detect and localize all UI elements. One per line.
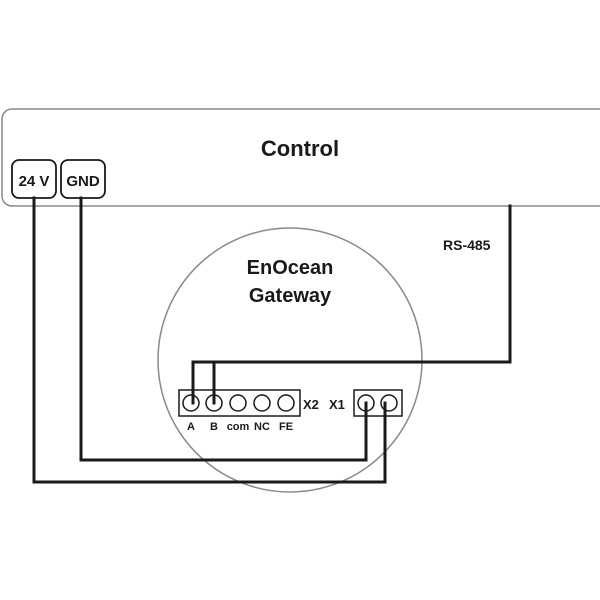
terminal-gnd: [60, 159, 106, 199]
x2-pin-fe: [277, 394, 295, 412]
terminal-gnd-label: GND: [66, 173, 100, 190]
x2-pin-label-b: B: [210, 421, 218, 433]
x2-pin-label-nc: NC: [254, 421, 270, 433]
control-title: Control: [261, 136, 339, 161]
x2-pin-nc: [253, 394, 271, 412]
rs485-label: RS-485: [443, 237, 491, 253]
gateway-circle: [157, 227, 423, 493]
gateway-label-line2: Gateway: [249, 285, 332, 307]
control-unit: [1, 108, 600, 207]
x2-pin-label-fe: FE: [279, 421, 293, 433]
terminal-24v-label: 24 V: [19, 173, 50, 190]
x2-pin-label-a: A: [187, 421, 195, 433]
wire-gnd: [79, 196, 368, 462]
wire-rs485-a: [191, 204, 512, 405]
wire-24v: [32, 196, 387, 484]
x2-pin-com: [229, 394, 247, 412]
x2-pin-a: [182, 394, 200, 412]
x2-label: X2: [303, 397, 319, 412]
x1-pin-2: [380, 394, 398, 412]
gateway-label-line1: EnOcean: [247, 257, 334, 279]
x2-pin-label-com: com: [227, 421, 250, 433]
x1-label: X1: [329, 397, 345, 412]
wires: [32, 196, 512, 484]
